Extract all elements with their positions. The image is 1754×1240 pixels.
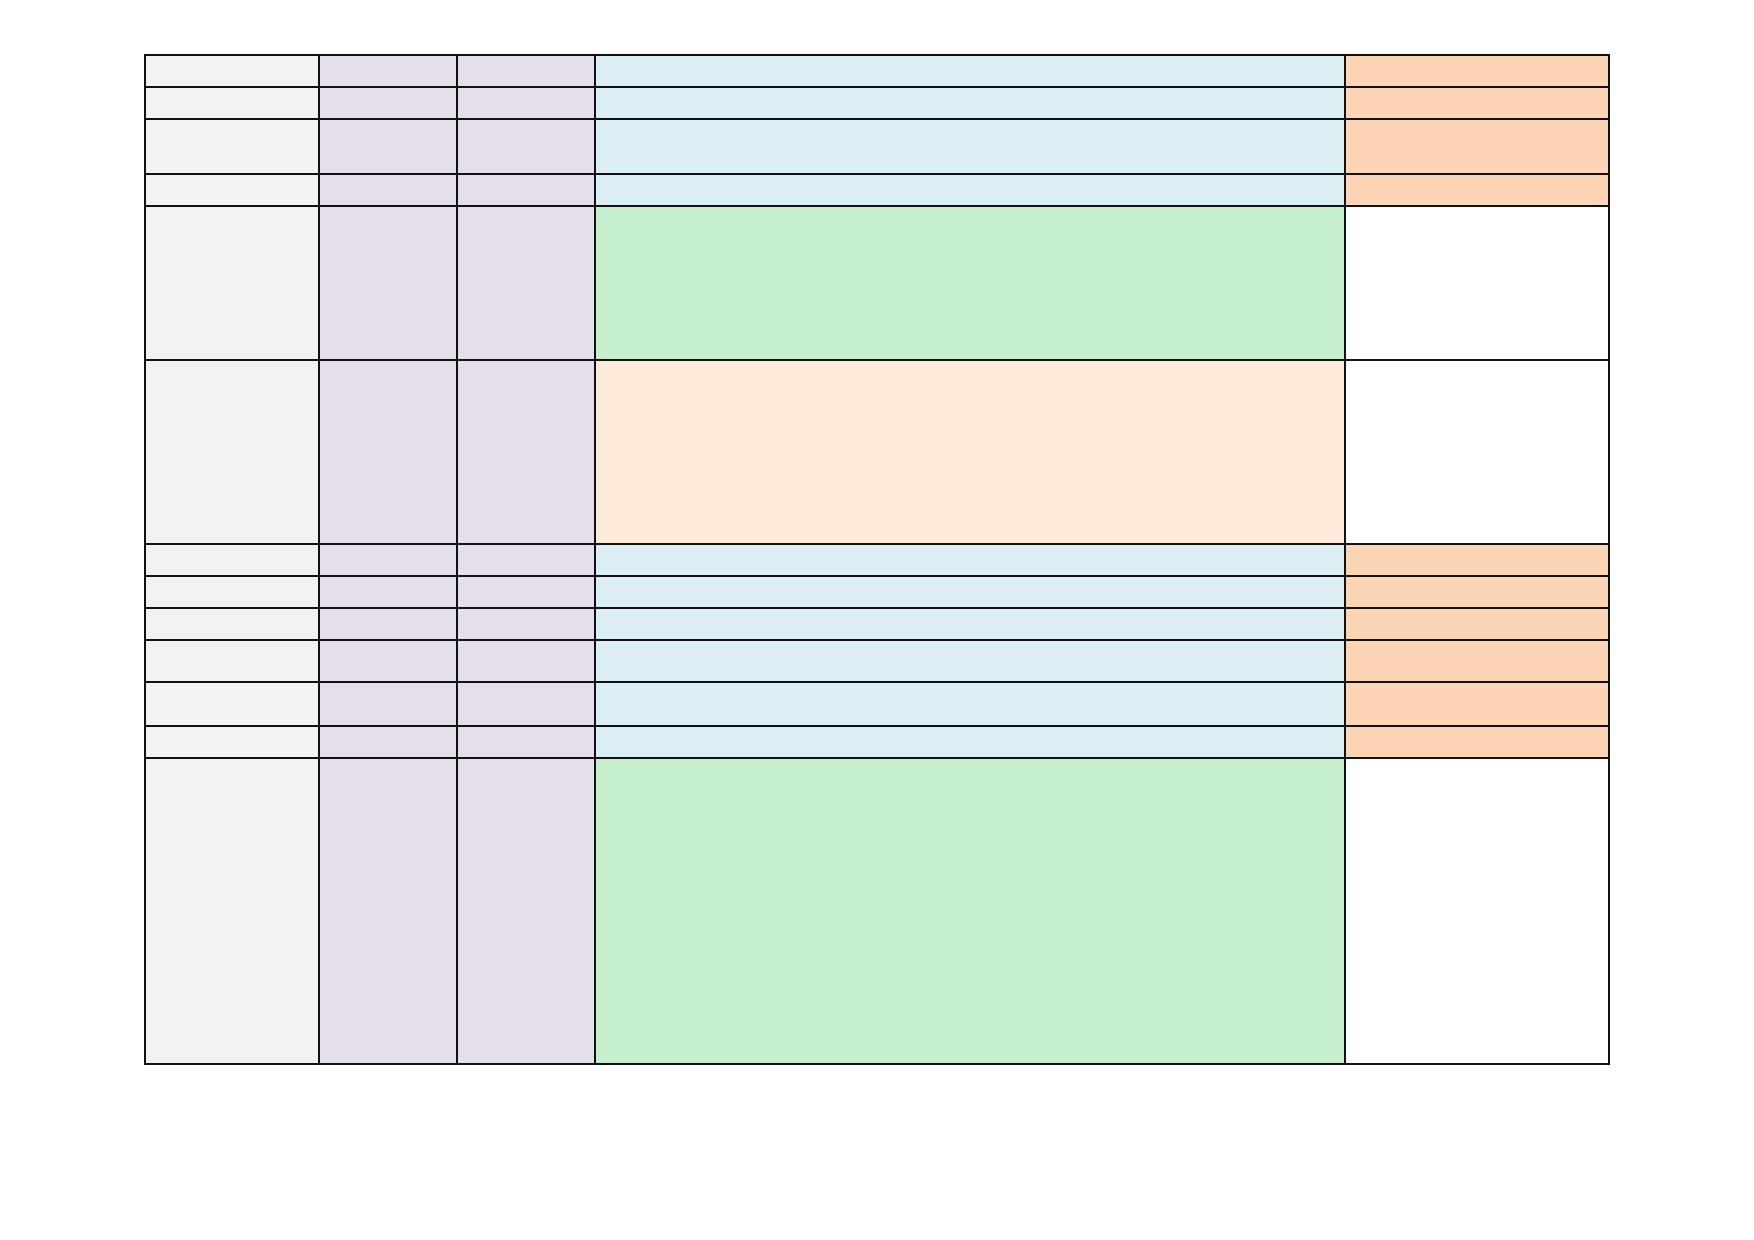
- col-e-cell[interactable]: [1344, 54, 1610, 88]
- col-d-cell[interactable]: [594, 173, 1346, 207]
- col-a-cell[interactable]: [144, 173, 320, 207]
- col-c-cell[interactable]: [456, 173, 596, 207]
- table-row: [144, 205, 1610, 361]
- table-row: [144, 118, 1610, 175]
- col-e-cell[interactable]: [1344, 543, 1610, 577]
- col-c-cell[interactable]: [456, 118, 596, 175]
- col-d-cell[interactable]: [594, 757, 1346, 1065]
- col-c-cell[interactable]: [456, 681, 596, 727]
- col-b-cell[interactable]: [318, 173, 458, 207]
- table-row: [144, 173, 1610, 207]
- table-row: [144, 757, 1610, 1065]
- table-row: [144, 607, 1610, 641]
- col-d-cell[interactable]: [594, 543, 1346, 577]
- col-c-cell[interactable]: [456, 86, 596, 120]
- table-row: [144, 543, 1610, 577]
- col-c-cell[interactable]: [456, 725, 596, 759]
- col-b-cell[interactable]: [318, 757, 458, 1065]
- col-d-cell[interactable]: [594, 607, 1346, 641]
- table-row: [144, 575, 1610, 609]
- col-c-cell[interactable]: [456, 639, 596, 683]
- table-row: [144, 725, 1610, 759]
- col-b-cell[interactable]: [318, 54, 458, 88]
- col-e-cell[interactable]: [1344, 757, 1610, 1065]
- col-d-cell[interactable]: [594, 575, 1346, 609]
- table-row: [144, 639, 1610, 683]
- col-a-cell[interactable]: [144, 575, 320, 609]
- col-d-cell[interactable]: [594, 725, 1346, 759]
- col-e-cell[interactable]: [1344, 359, 1610, 545]
- col-e-cell[interactable]: [1344, 607, 1610, 641]
- col-e-cell[interactable]: [1344, 118, 1610, 175]
- col-b-cell[interactable]: [318, 543, 458, 577]
- col-a-cell[interactable]: [144, 118, 320, 175]
- col-a-cell[interactable]: [144, 757, 320, 1065]
- col-a-cell[interactable]: [144, 359, 320, 545]
- col-a-cell[interactable]: [144, 54, 320, 88]
- table-body: [144, 54, 1610, 1065]
- col-d-cell[interactable]: [594, 205, 1346, 361]
- col-c-cell[interactable]: [456, 575, 596, 609]
- col-b-cell[interactable]: [318, 575, 458, 609]
- col-d-cell[interactable]: [594, 681, 1346, 727]
- col-d-cell[interactable]: [594, 359, 1346, 545]
- col-e-cell[interactable]: [1344, 575, 1610, 609]
- col-e-cell[interactable]: [1344, 173, 1610, 207]
- col-a-cell[interactable]: [144, 543, 320, 577]
- col-b-cell[interactable]: [318, 359, 458, 545]
- col-b-cell[interactable]: [318, 607, 458, 641]
- col-a-cell[interactable]: [144, 681, 320, 727]
- table-row: [144, 86, 1610, 120]
- table-row: [144, 54, 1610, 88]
- col-d-cell[interactable]: [594, 86, 1346, 120]
- col-c-cell[interactable]: [456, 54, 596, 88]
- spreadsheet-table: [144, 54, 1610, 1065]
- col-c-cell[interactable]: [456, 359, 596, 545]
- col-c-cell[interactable]: [456, 543, 596, 577]
- col-b-cell[interactable]: [318, 681, 458, 727]
- col-e-cell[interactable]: [1344, 681, 1610, 727]
- col-a-cell[interactable]: [144, 607, 320, 641]
- col-e-cell[interactable]: [1344, 205, 1610, 361]
- col-b-cell[interactable]: [318, 639, 458, 683]
- col-a-cell[interactable]: [144, 725, 320, 759]
- table-row: [144, 681, 1610, 727]
- col-b-cell[interactable]: [318, 725, 458, 759]
- col-b-cell[interactable]: [318, 205, 458, 361]
- table-row: [144, 359, 1610, 545]
- col-a-cell[interactable]: [144, 86, 320, 120]
- col-a-cell[interactable]: [144, 639, 320, 683]
- col-b-cell[interactable]: [318, 86, 458, 120]
- col-d-cell[interactable]: [594, 639, 1346, 683]
- col-d-cell[interactable]: [594, 118, 1346, 175]
- col-e-cell[interactable]: [1344, 639, 1610, 683]
- col-b-cell[interactable]: [318, 118, 458, 175]
- col-c-cell[interactable]: [456, 607, 596, 641]
- col-c-cell[interactable]: [456, 205, 596, 361]
- col-e-cell[interactable]: [1344, 725, 1610, 759]
- col-e-cell[interactable]: [1344, 86, 1610, 120]
- col-a-cell[interactable]: [144, 205, 320, 361]
- col-c-cell[interactable]: [456, 757, 596, 1065]
- col-d-cell[interactable]: [594, 54, 1346, 88]
